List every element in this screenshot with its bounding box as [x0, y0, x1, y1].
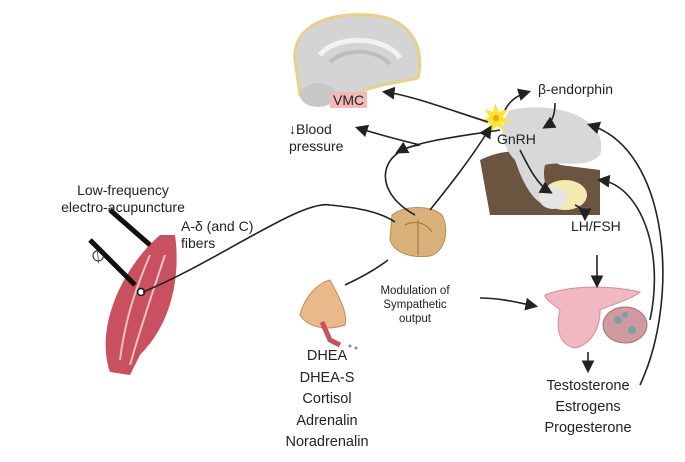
fibers-line: fibers [181, 235, 216, 251]
modulation-label: Modulation of Sympathetic output [360, 284, 470, 326]
modulation-line: output [399, 313, 431, 325]
vmc-text: VMC [330, 92, 368, 108]
lh-fsh-label: LH/FSH [571, 218, 621, 234]
hormone-item: Progesterone [544, 420, 632, 436]
stimulus-line: Low-frequency [77, 182, 169, 198]
hormone-item: DHEA-S [299, 369, 355, 386]
hormone-item: Adrenalin [296, 412, 358, 429]
ovarian-hormones-list: Testosterone Estrogens Progesterone [528, 376, 648, 439]
uterus-ovary-illustration [544, 286, 648, 349]
stimulus-label: Low-frequency electro-acupuncture [38, 182, 208, 216]
blood-pressure-line: pressure [289, 138, 344, 154]
hormone-item: Cortisol [302, 391, 352, 407]
hormone-item: Noradrenalin [285, 434, 369, 450]
electrode-needle [108, 208, 152, 247]
activation-star-icon [481, 103, 512, 133]
brain-illustration [293, 13, 422, 107]
beta-endorphin-label: β-endorphin [538, 81, 613, 97]
hormone-item: DHEA [306, 348, 348, 364]
fibers-line: A-δ (and C) [181, 218, 254, 234]
electrode-needle [88, 238, 137, 287]
hormone-item: Estrogens [555, 399, 621, 415]
adrenal-hormones-list: DHEA DHEA-S Cortisol Adrenalin Noradrena… [272, 346, 382, 454]
hormone-item: Testosterone [546, 378, 630, 394]
blood-pressure-label: ↓Blood pressure [289, 121, 343, 155]
gnrh-label: GnRH [497, 131, 536, 147]
blood-pressure-line: ↓Blood [289, 121, 332, 137]
modulation-line: Modulation of [380, 285, 450, 297]
adrenal-gland-illustration [299, 279, 358, 350]
vmc-label: VMC [330, 92, 368, 109]
muscle-illustration [88, 208, 177, 375]
spinal-cord-illustration [389, 207, 447, 258]
stimulus-line: electro-acupuncture [61, 199, 185, 215]
fibers-label: A-δ (and C) fibers [181, 218, 253, 252]
modulation-line: Sympathetic [383, 299, 447, 311]
connection-arrows [142, 86, 664, 386]
